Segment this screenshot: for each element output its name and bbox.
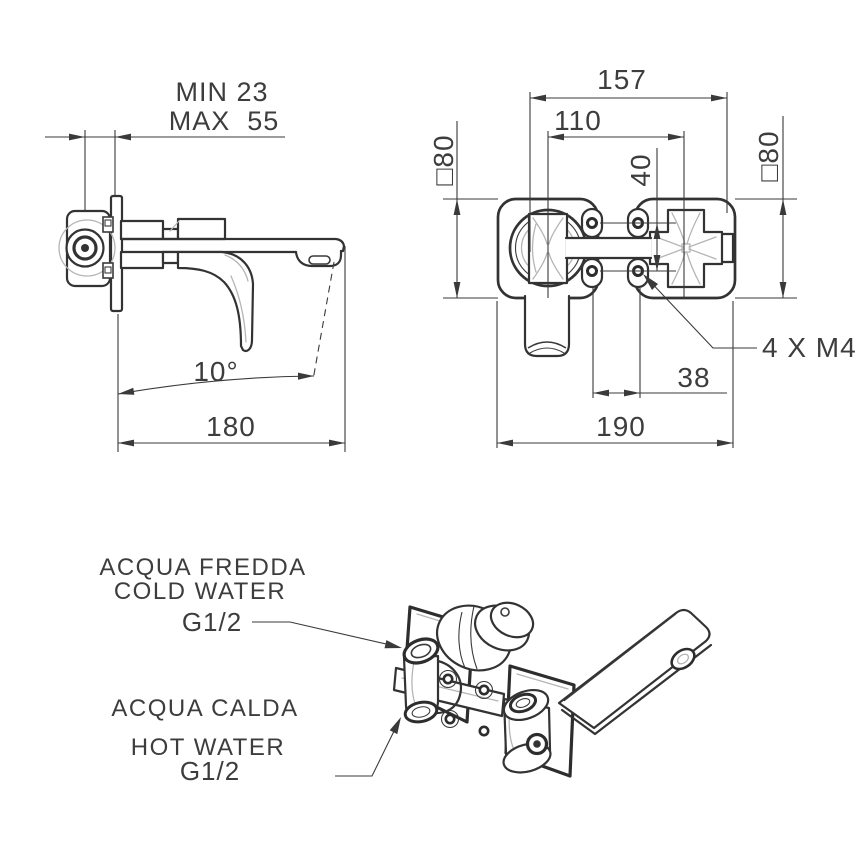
dim-label-min-depth: MIN 23: [175, 77, 268, 107]
right-valve-front: [648, 208, 735, 289]
dimension-plate-size-left: □80: [428, 121, 498, 299]
screw-hole: [586, 217, 598, 229]
dim-label-max-depth: MAX 55: [169, 106, 280, 136]
arrowhead: [115, 133, 131, 141]
arrowhead: [453, 199, 461, 215]
cold-label-italian: ACQUA FREDDA: [99, 554, 306, 581]
arrowhead: [118, 387, 135, 395]
arrowhead: [711, 94, 727, 102]
arrowhead: [497, 439, 513, 447]
dimension-screw-vertical: 40: [600, 148, 676, 272]
knob-center: [81, 244, 89, 252]
arrowhead: [668, 133, 684, 141]
iso-inlet-tube: [402, 637, 440, 724]
iso-cartridge: [436, 601, 535, 672]
connection-labels: ACQUA FREDDA COLD WATER G1/2 ACQUA CALDA…: [99, 554, 402, 786]
hot-label-thread: G1/2: [180, 756, 240, 786]
arrowhead: [453, 282, 461, 298]
iso-spout: [557, 608, 713, 736]
lever-handle-side: [176, 250, 255, 353]
arrowhead: [653, 255, 661, 271]
dimension-rough-in-width: 190: [496, 301, 734, 448]
arrowhead: [593, 389, 609, 397]
arrowhead: [779, 282, 787, 298]
iso-aerator: [670, 647, 696, 671]
cold-label-thread: G1/2: [182, 607, 242, 637]
cold-water-label: ACQUA FREDDA COLD WATER G1/2: [99, 554, 402, 649]
dimension-wall-depth: MIN 23 MAX 55: [45, 77, 285, 250]
dim-label-sq80-left: □80: [428, 134, 459, 185]
cold-label-english: COLD WATER: [114, 578, 286, 605]
arrowhead: [643, 274, 658, 290]
dim-label-110: 110: [554, 105, 602, 136]
dim-label-reach: 180: [206, 411, 256, 442]
arrowhead: [653, 223, 661, 239]
arrowhead: [69, 133, 85, 141]
arrowhead: [779, 199, 787, 215]
arrowhead: [717, 439, 733, 447]
dim-label-angle: 10°: [193, 356, 238, 387]
screw-hole: [586, 265, 598, 277]
side-view: MIN 23 MAX 55: [45, 77, 346, 452]
front-view: 157 110 40 □80: [428, 64, 857, 448]
dim-label-190: 190: [596, 411, 646, 442]
callout-screw-spec: 4 X M4: [643, 274, 857, 363]
dimension-plate-size-right: □80: [735, 116, 797, 299]
hot-water-port: [403, 700, 439, 724]
arrowhead: [624, 389, 640, 397]
hot-water-label: ACQUA CALDA HOT WATER G1/2: [111, 695, 401, 786]
dimension-screw-horizontal: 38: [592, 288, 727, 398]
connecting-bar: [566, 239, 651, 257]
iso-right-valve-body: [502, 688, 552, 774]
dim-label-40: 40: [625, 153, 656, 186]
arrowhead: [118, 439, 134, 447]
dimension-handle-centers: 110: [547, 105, 685, 298]
arrowhead: [389, 717, 401, 735]
dimension-spout-angle: 10°: [117, 261, 335, 395]
iso-saddle: [431, 658, 462, 715]
dimension-overall-width: 157: [529, 64, 728, 252]
arrowhead: [298, 372, 314, 380]
arrowhead: [530, 94, 546, 102]
iso-screw-lugs: [438, 669, 494, 737]
arrowhead: [329, 439, 345, 447]
arrowhead: [384, 640, 402, 649]
hot-label-italian: ACQUA CALDA: [111, 695, 298, 722]
dimension-spout-reach: 180: [117, 246, 346, 452]
hot-label-english: HOT WATER: [131, 734, 285, 761]
dim-label-4xm4: 4 X M4: [762, 332, 857, 363]
dim-label-sq80-right: □80: [753, 130, 784, 181]
iso-cap-hole: [500, 607, 510, 617]
side-view-faucet: [58, 194, 346, 353]
dim-label-157: 157: [597, 64, 647, 95]
isometric-view: [392, 601, 713, 778]
dim-label-38: 38: [677, 362, 710, 393]
cold-water-port: [402, 637, 440, 665]
arrowhead: [548, 133, 564, 141]
lever-handle-front: [523, 294, 571, 358]
